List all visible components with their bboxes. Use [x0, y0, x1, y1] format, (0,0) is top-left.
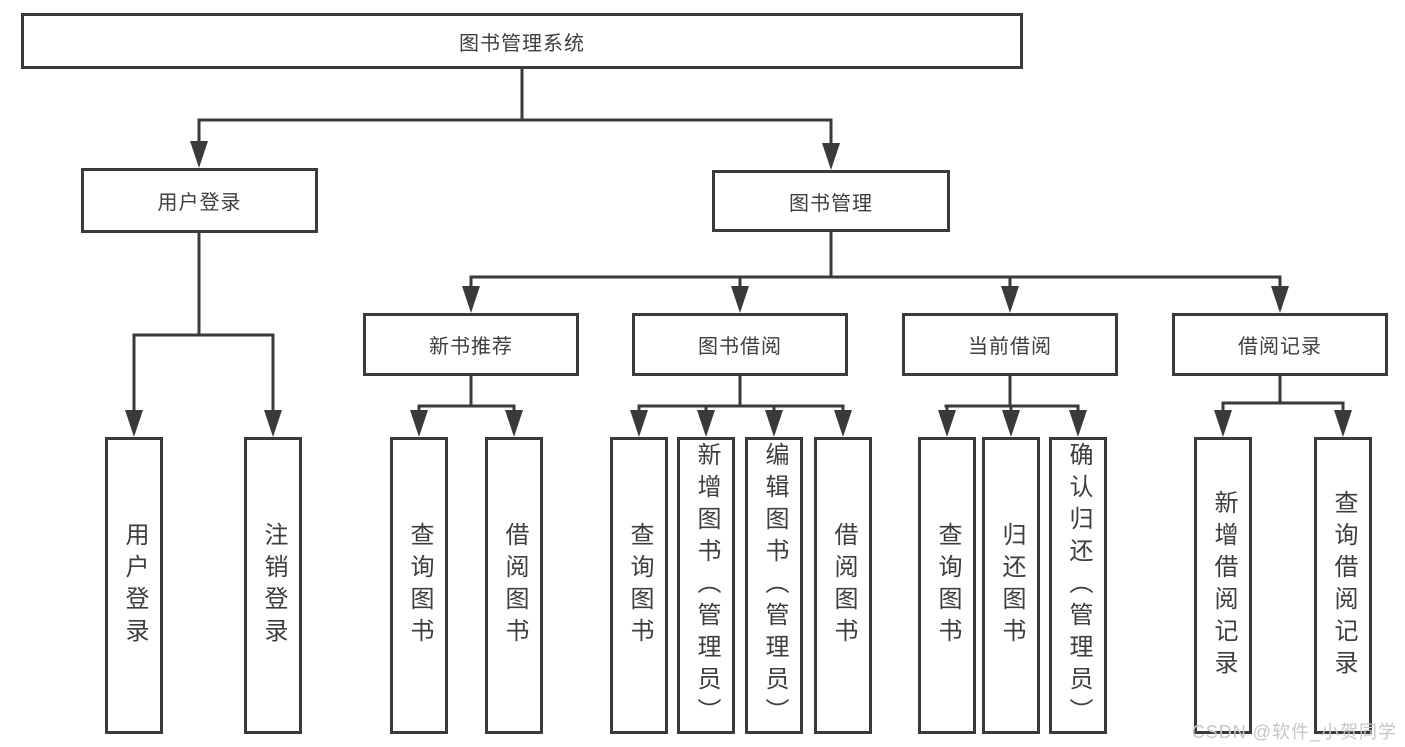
node-new-book-recommend-label: 新书推荐 [429, 336, 513, 358]
node-borrow-records: 借阅记录 [1172, 313, 1388, 376]
leaf-logout-label: 注销登录 [260, 521, 287, 650]
leaf-borrow-books-1: 借阅图书 [485, 437, 543, 734]
leaf-add-borrow-record: 新增借阅记录 [1194, 437, 1252, 734]
leaf-query-books-2: 查询图书 [610, 437, 668, 734]
leaf-borrow-books-1-label: 借阅图书 [501, 521, 528, 650]
leaf-logout: 注销登录 [244, 437, 302, 734]
leaf-query-books-1-label: 查询图书 [406, 521, 433, 650]
leaf-return-books-label: 归还图书 [998, 521, 1025, 650]
node-book-management: 图书管理 [712, 170, 950, 232]
leaf-query-borrow-record: 查询借阅记录 [1314, 437, 1372, 734]
leaf-user-login: 用户登录 [105, 437, 163, 734]
leaf-query-books-3: 查询图书 [918, 437, 976, 734]
leaf-borrow-books-2: 借阅图书 [814, 437, 872, 734]
leaf-query-borrow-record-label: 查询借阅记录 [1330, 489, 1357, 682]
node-book-management-label: 图书管理 [789, 192, 873, 215]
node-book-borrow: 图书借阅 [632, 313, 848, 376]
node-new-book-recommend: 新书推荐 [363, 313, 579, 376]
leaf-edit-books-admin: 编辑图书（管理员） [745, 437, 803, 734]
node-library-system-label: 图书管理系统 [459, 32, 585, 55]
node-library-system: 图书管理系统 [21, 13, 1023, 69]
csdn-watermark: CSDN @软件_小贺同学 [1191, 722, 1397, 742]
leaf-borrow-books-2-label: 借阅图书 [830, 521, 857, 650]
node-user-login-label: 用户登录 [157, 192, 242, 214]
leaf-confirm-return-admin-label: 确认归还（管理员） [1065, 441, 1092, 730]
leaf-confirm-return-admin: 确认归还（管理员） [1049, 437, 1107, 734]
leaf-query-books-2-label: 查询图书 [626, 521, 653, 650]
leaf-add-books-admin: 新增图书（管理员） [677, 437, 735, 734]
node-user-login: 用户登录 [81, 168, 318, 233]
node-current-borrow: 当前借阅 [902, 313, 1118, 376]
leaf-edit-books-admin-label: 编辑图书（管理员） [761, 441, 788, 730]
leaf-user-login-label: 用户登录 [121, 521, 148, 650]
leaf-add-books-admin-label: 新增图书（管理员） [693, 441, 720, 730]
leaf-query-books-1: 查询图书 [390, 437, 448, 734]
node-borrow-records-label: 借阅记录 [1238, 336, 1322, 358]
leaf-return-books: 归还图书 [982, 437, 1040, 734]
node-current-borrow-label: 当前借阅 [968, 336, 1052, 358]
leaf-query-books-3-label: 查询图书 [934, 521, 961, 650]
leaf-add-borrow-record-label: 新增借阅记录 [1210, 489, 1237, 682]
node-book-borrow-label: 图书借阅 [698, 336, 782, 358]
